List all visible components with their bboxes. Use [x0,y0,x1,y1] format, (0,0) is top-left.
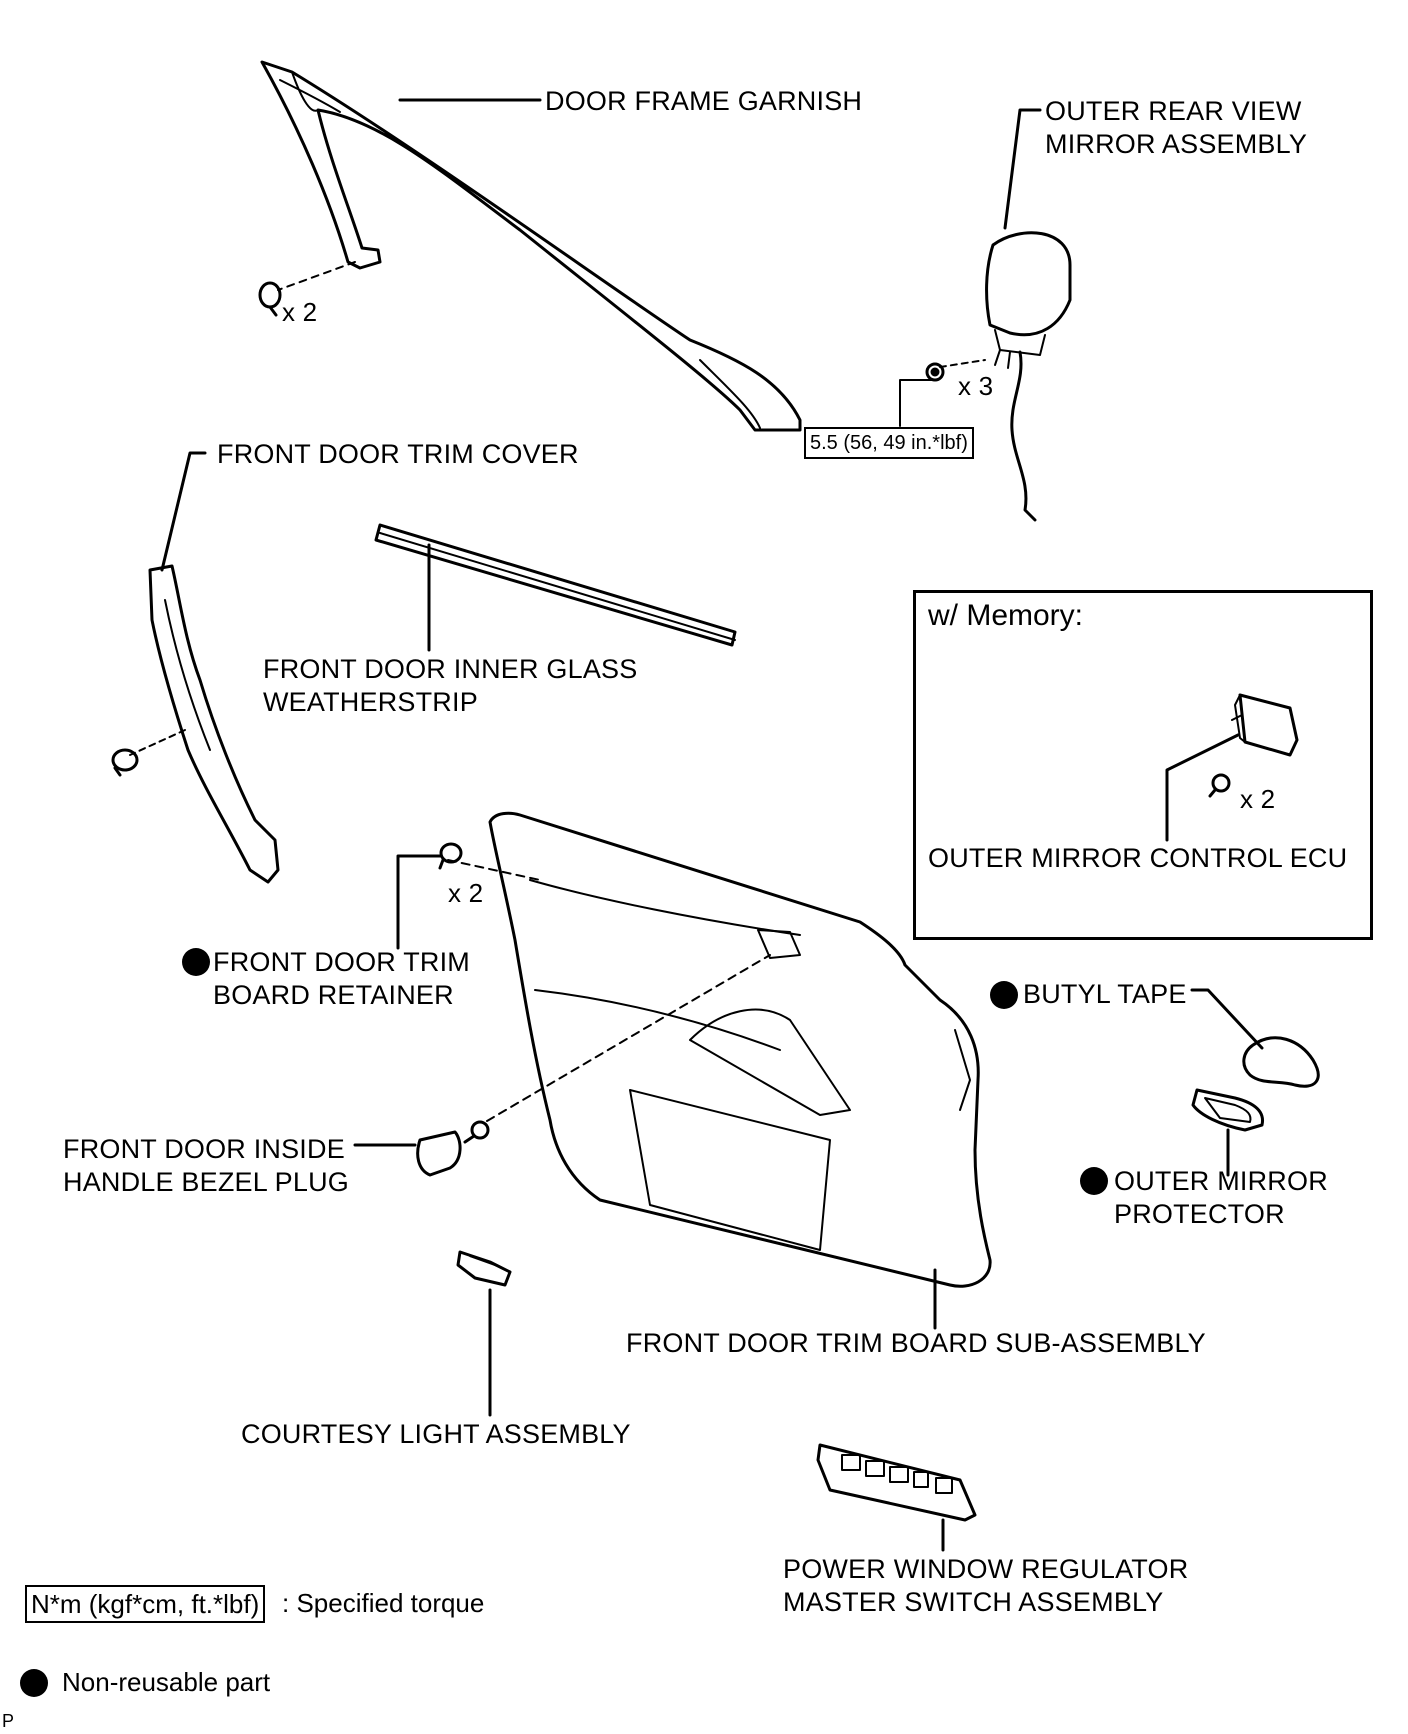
label-front-door-trim-cover: FRONT DOOR TRIM COVER [217,439,579,469]
qty-retainer: x 2 [448,878,484,908]
non-reusable-marker-retainer [182,948,210,976]
bezel-screw-icon [463,1120,490,1144]
label-handle-bezel-plug: FRONT DOOR INSIDE HANDLE BEZEL PLUG [63,1134,349,1197]
label-outer-mirror-control-ecu: OUTER MIRROR CONTROL ECU [928,843,1348,873]
label-door-frame-garnish: DOOR FRAME GARNISH [545,86,863,116]
leader-torque [899,379,936,427]
mirror-control-ecu-part [1231,693,1299,757]
legend-non-reusable-dot [20,1669,48,1697]
non-reusable-marker-mirror-protector [1080,1167,1108,1195]
corner-mark: P [2,1711,15,1731]
leader-ecu [1165,733,1240,842]
ecu-screw-icon [1208,773,1231,798]
qty-garnish-clips: x 2 [282,297,318,327]
legend-torque-unit-box: N*m (kgf*cm, ft.*lbf) [25,1585,266,1623]
label-power-window-switch: POWER WINDOW REGULATOR MASTER SWITCH ASS… [783,1554,1189,1617]
mirror-nut-icon [925,362,945,382]
power-window-switch-part [816,1443,977,1522]
butyl-tape-part [1242,1036,1320,1088]
inner-glass-weatherstrip-part [374,523,737,647]
legend-non-reusable-text: Non-reusable part [62,1667,271,1697]
label-trim-board-sub-assembly: FRONT DOOR TRIM BOARD SUB-ASSEMBLY [626,1328,1206,1358]
leader-retainer [396,854,442,950]
dashed-retainer [447,859,541,881]
outer-mirror-part [985,231,1072,522]
label-outer-rear-view-mirror: OUTER REAR VIEW MIRROR ASSEMBLY [1045,96,1308,159]
trim-cover-clip-icon [111,748,139,777]
label-outer-mirror-protector: OUTER MIRROR PROTECTOR [1114,1166,1328,1229]
dashed-bezel-screw [486,954,771,1122]
non-reusable-marker-butyl-tape [990,981,1018,1009]
door-frame-garnish-part [260,60,802,432]
garnish-clip-icon [258,281,282,317]
dashed-mirror-nut [939,359,986,368]
memory-variant-box [913,590,1373,940]
dashed-clip-garnish [277,261,356,291]
leader-butyl-tape [1190,988,1264,1050]
leader-trim-cover [160,451,207,572]
front-door-trim-cover-part [148,564,280,884]
legend-torque-desc: : Specified torque [282,1588,485,1618]
label-trim-board-retainer: FRONT DOOR TRIM BOARD RETAINER [213,947,470,1010]
front-door-trim-board-part [488,811,992,1288]
qty-ecu-screws: x 2 [1240,784,1276,814]
dashed-trim-cover-clip [129,729,186,756]
courtesy-light-part [456,1250,512,1287]
torque-spec-box: 5.5 (56, 49 in.*lbf) [804,427,974,459]
label-inner-glass-weatherstrip: FRONT DOOR INNER GLASS WEATHERSTRIP [263,654,638,717]
bezel-plug-part [416,1130,462,1177]
label-butyl-tape: BUTYL TAPE [1023,979,1187,1009]
outer-mirror-protector-part [1191,1088,1265,1132]
trim-board-retainer-icon [438,842,463,870]
qty-mirror-nuts: x 3 [958,371,994,401]
memory-box-title: w/ Memory: [928,599,1084,632]
label-courtesy-light: COURTESY LIGHT ASSEMBLY [241,1419,631,1449]
leader-outer-mirror [1003,108,1042,230]
